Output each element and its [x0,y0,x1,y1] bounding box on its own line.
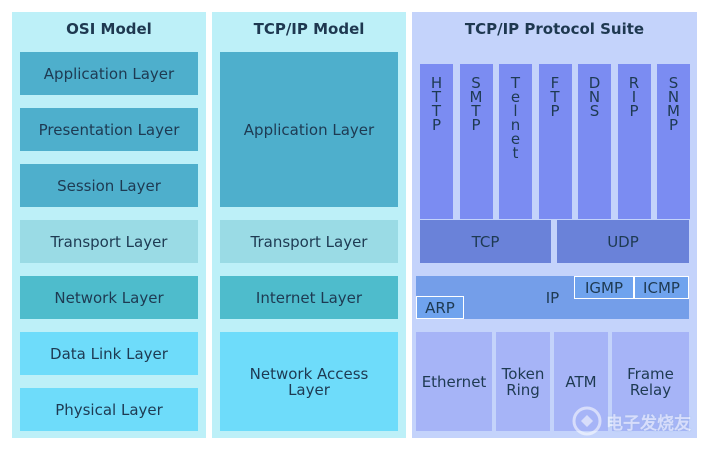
watermark-logo-icon [572,406,602,436]
tcpip-network-access-layer: Network Access Layer [220,332,398,431]
tcpip-model-title: TCP/IP Model [253,20,365,38]
osi-network-layer: Network Layer [20,276,198,319]
protocol-suite-title: TCP/IP Protocol Suite [464,20,645,38]
frame-relay-protocol: Frame Relay [612,332,689,431]
osi-data-link-layer: Data Link Layer [20,332,198,375]
ethernet-protocol: Ethernet [416,332,492,431]
tcpip-application-layer: Application Layer [220,52,398,207]
osi-application-layer: Application Layer [20,52,198,95]
osi-model-column: OSI Model Application Layer Presentation… [12,12,206,438]
igmp-protocol: IGMP [574,276,634,299]
ip-protocol-label: IP [545,288,560,307]
tcpip-transport-layer: Transport Layer [220,220,398,263]
tcp-protocol: TCP [420,220,551,263]
osi-presentation-layer: Presentation Layer [20,108,198,151]
osi-physical-layer: Physical Layer [20,388,198,431]
osi-session-layer: Session Layer [20,164,198,207]
icmp-protocol: ICMP [634,276,689,299]
watermark-text: 电子发烧友 [606,413,691,434]
osi-model-title: OSI Model [66,20,152,38]
udp-protocol: UDP [557,220,689,263]
osi-transport-layer: Transport Layer [20,220,198,263]
tcpip-model-column: TCP/IP Model Application Layer Transport… [212,12,406,438]
tcpip-internet-layer: Internet Layer [220,276,398,319]
arp-protocol: ARP [416,296,464,319]
token-ring-protocol: Token Ring [496,332,550,431]
watermark: 电子发烧友 [572,404,702,438]
